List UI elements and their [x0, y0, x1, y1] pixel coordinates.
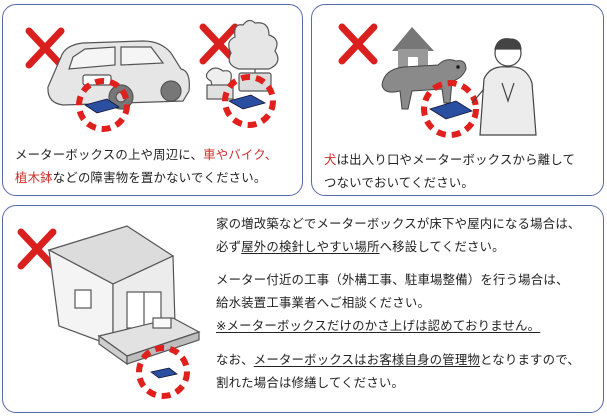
meter-box-icon [150, 367, 178, 379]
panel3-paragraph3: なお、メーターボックスはお客様自身の管理物となりますので、 割れた場合は修繕して… [216, 348, 601, 394]
meter-box-icon [227, 94, 267, 110]
house-panel: 家の増改築などでメーターボックスが床下や屋内になる場合は、 必ず屋外の検針しやす… [2, 205, 604, 413]
panel1-line1-pre: メーターボックスの上や周辺に、 [15, 147, 204, 162]
panel3-p1-line2-underlined: 屋外の検針しやすい場所 [241, 239, 380, 254]
panel2-line2: つないでおいてください。 [324, 175, 474, 190]
panel3-p1-line1: 家の増改築などでメーターボックスが床下や屋内になる場合は、 [216, 216, 581, 231]
panel3-p3-line1-pre: なお、 [216, 352, 254, 367]
panel3-p1-line2-pre: 必ず [216, 239, 242, 254]
panel3-p3-line1-post: となりますので、 [480, 352, 580, 367]
panel1-line2-red: 植木鉢 [15, 170, 53, 185]
highlight-circle [76, 78, 130, 132]
dog-panel: 犬は出入り口やメーターボックスから離して つないでおいてください。 [311, 4, 604, 196]
x-mark-icon [338, 23, 378, 65]
dog-illustration [381, 59, 467, 110]
dog-illustration-group [338, 23, 537, 138]
panel1-line2-post: などの障害物を置かないでください。 [52, 170, 267, 185]
panel3-paragraph1: 家の増改築などでメーターボックスが床下や屋内になる場合は、 必ず屋外の検針しやす… [216, 212, 601, 258]
x-mark-icon [17, 228, 57, 270]
panel3-p3-line1-underlined: メーターボックスはお客様自身の管理物 [253, 352, 481, 367]
car-planter-panel: メーターボックスの上や周辺に、車やバイク、 植木鉢などの障害物を置かないでくださ… [2, 4, 303, 196]
house-illustration [47, 225, 201, 366]
worker-illustration [471, 38, 537, 136]
car-illustration [47, 40, 190, 110]
panel2-line1-red: 犬 [324, 152, 337, 167]
car-planter-illustration [25, 19, 279, 132]
panel2-text: 犬は出入り口やメーターボックスから離して つないでおいてください。 [324, 148, 599, 194]
panel3-p2-line2: 給水装置工事業者へご相談ください。 [216, 295, 431, 310]
x-mark-icon [25, 27, 65, 69]
panel1-text: メーターボックスの上や周辺に、車やバイク、 植木鉢などの障害物を置かないでくださ… [15, 143, 297, 189]
planter-illustration [205, 19, 279, 100]
panel2-line1-post: は出入り口やメーターボックスから離して [336, 152, 576, 167]
house-icon [392, 27, 434, 71]
house-illustration-group [17, 225, 201, 399]
panel3-p3-line2: 割れた場合は修繕してください。 [216, 375, 405, 390]
highlight-circle [222, 74, 276, 128]
panel3-p2-line1: メーター付近の工事（外構工事、駐車場整備）を行う場合は、 [216, 272, 569, 287]
panel1-line1-red: 車やバイク、 [203, 147, 278, 162]
meter-box-icon [84, 98, 120, 114]
panel3-p1-line2-post: へ移設してください。 [379, 239, 505, 254]
panel3-paragraph2: メーター付近の工事（外構工事、駐車場整備）を行う場合は、 給水装置工事業者へご相… [216, 268, 601, 337]
panel3-p2-line3: ※メーターボックスだけのかさ上げは認めておりません。 [216, 318, 541, 333]
meter-box-icon [429, 100, 473, 120]
highlight-circle [136, 345, 190, 399]
highlight-circle [421, 80, 479, 138]
